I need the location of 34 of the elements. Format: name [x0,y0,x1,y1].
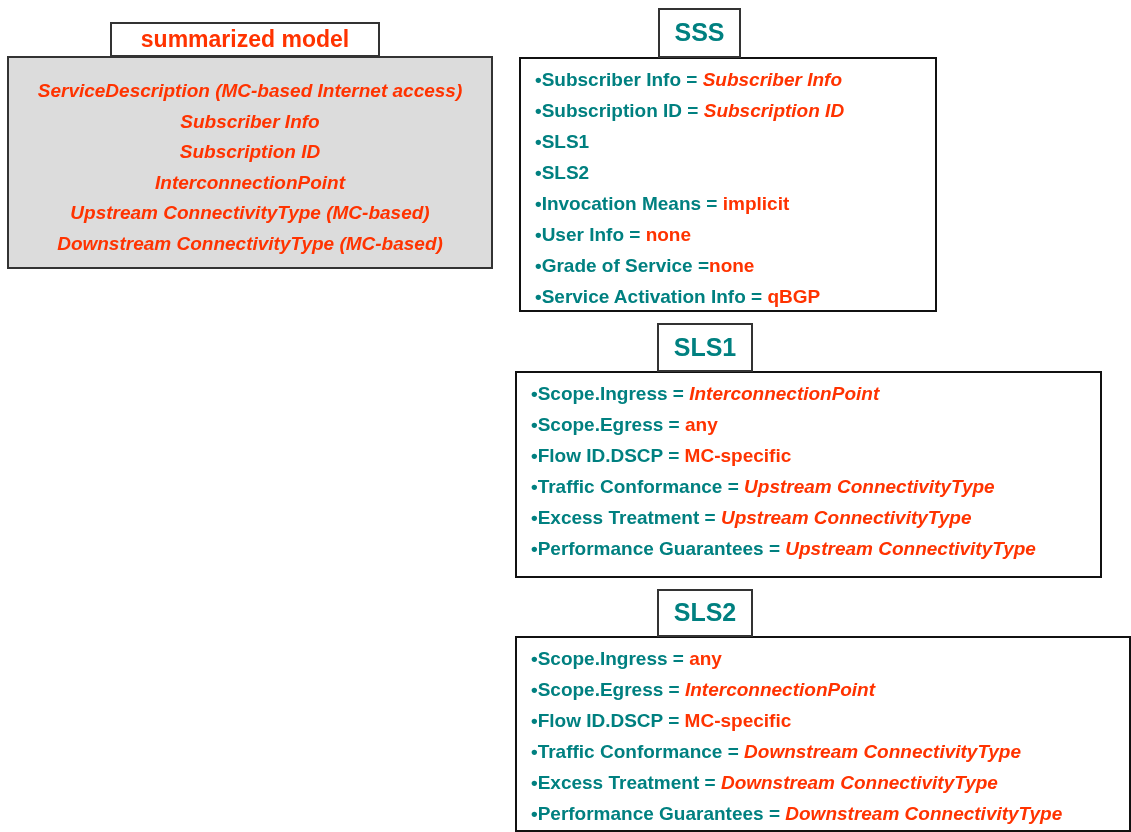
attribute-line: •User Info = none [535,223,693,247]
attribute-line: •Subscription ID = Subscription ID [535,99,846,123]
heading-tab: SLS1 [657,323,753,372]
summary-line: Upstream ConnectivityType (MC-based) [70,201,430,225]
heading-tab: SLS2 [657,589,753,637]
attribute-line: •Scope.Egress = any [531,413,719,437]
attribute-line: •Performance Guarantees = Downstream ConnectivityType [531,802,1064,826]
attribute-panel [515,371,1102,578]
summary-line: InterconnectionPoint [155,170,345,195]
attribute-line: •Traffic Conformance = Downstream ConnectivityType [531,740,1023,764]
attribute-line: •SLS1 [535,130,591,154]
heading-tab: summarized model [110,22,380,57]
summary-panel [7,56,493,269]
attribute-line: •Flow ID.DSCP = MC-specific [531,444,793,468]
attribute-line: •Invocation Means = implicit [535,192,791,216]
attribute-line: •Scope.Egress = InterconnectionPoint [531,678,877,702]
attribute-line: •Grade of Service =none [535,254,756,278]
summary-line: Subscription ID [179,140,321,164]
attribute-line: •Scope.Ingress = any [531,647,723,671]
attribute-line: •Service Activation Info = qBGP [535,285,822,309]
attribute-line: •Scope.Ingress = InterconnectionPoint [531,382,881,406]
attribute-line: •SLS2 [535,161,591,185]
attribute-panel [515,636,1131,832]
attribute-line: •Flow ID.DSCP = MC-specific [531,709,793,733]
attribute-line: •Traffic Conformance = Upstream ConnectivityType [531,475,996,499]
attribute-line: •Performance Guarantees = Upstream ConnectivityType [531,537,1037,561]
attribute-line: •Excess Treatment = Upstream ConnectivityType [531,506,973,530]
attribute-panel [519,57,937,312]
attribute-line: •Excess Treatment = Downstream ConnectivityType [531,771,999,795]
summary-line: Subscriber Info [180,109,320,134]
summary-line: ServiceDescription (MC-based Internet access) [37,79,463,103]
heading-tab: SSS [658,8,741,58]
attribute-line: •Subscriber Info = Subscriber Info [535,68,844,92]
summary-line: Downstream ConnectivityType (MC-based) [57,231,443,256]
